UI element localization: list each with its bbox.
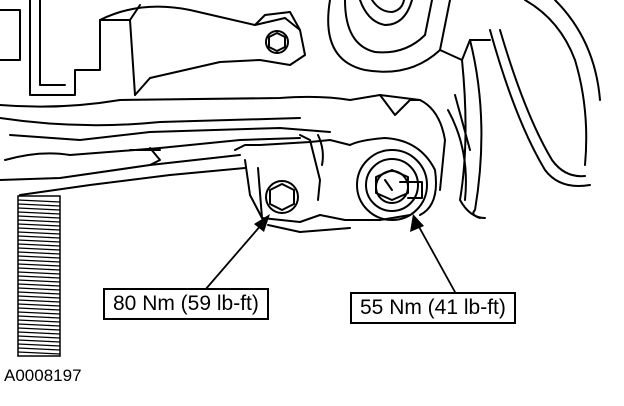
stud-thread-line bbox=[17, 335, 61, 339]
stud-thread-line bbox=[17, 219, 61, 223]
stud-thread-line bbox=[17, 239, 61, 243]
knuckle-housing bbox=[327, 0, 491, 73]
stud-thread-line bbox=[17, 311, 61, 315]
leader-arrows bbox=[204, 214, 456, 293]
mounting-bracket bbox=[234, 134, 437, 233]
stud-thread-line bbox=[17, 223, 61, 227]
stud-thread-line bbox=[17, 215, 61, 219]
stud-thread-line bbox=[17, 267, 61, 271]
right-bolt-washer bbox=[356, 149, 428, 221]
stud-thread-line bbox=[17, 247, 61, 251]
stud-thread-line bbox=[17, 323, 61, 327]
stud-thread-line bbox=[17, 307, 61, 311]
stud-thread-line bbox=[17, 275, 61, 279]
stud-thread-line bbox=[17, 347, 61, 351]
right-callout-leader bbox=[417, 224, 456, 293]
stud-thread-line bbox=[17, 291, 61, 295]
lower-control-arm bbox=[0, 94, 446, 196]
stud-thread-line bbox=[17, 315, 61, 319]
stud-thread-line bbox=[17, 331, 61, 335]
stud-thread-line bbox=[17, 259, 61, 263]
stud-thread-line bbox=[17, 303, 61, 307]
brake-rotor bbox=[447, 0, 601, 219]
stud-thread-line bbox=[17, 227, 61, 231]
stud-thread-line bbox=[17, 283, 61, 287]
stud-thread-line bbox=[17, 319, 61, 323]
stud-thread-line bbox=[17, 279, 61, 283]
stud-thread-line bbox=[17, 299, 61, 303]
stud-thread-line bbox=[17, 263, 61, 267]
stud-thread-line bbox=[17, 271, 61, 275]
stud-thread-line bbox=[17, 351, 61, 355]
stud-thread-line bbox=[17, 327, 61, 331]
stud-thread-line bbox=[17, 287, 61, 291]
right-bolt-torque-callout: 55 Nm (41 lb-ft) bbox=[350, 292, 516, 324]
stud-thread-line bbox=[17, 203, 61, 207]
stud-thread-line bbox=[17, 295, 61, 299]
stud-threads bbox=[17, 199, 61, 355]
stud-thread-line bbox=[17, 235, 61, 239]
stud-thread-line bbox=[17, 231, 61, 235]
left-arrowhead bbox=[254, 214, 270, 232]
stud-thread-line bbox=[17, 251, 61, 255]
stud-thread-line bbox=[17, 243, 61, 247]
left-hex-bolt bbox=[265, 180, 299, 214]
left-bolt-torque-callout: 80 Nm (59 lb-ft) bbox=[103, 288, 269, 320]
stud-thread-line bbox=[17, 199, 61, 203]
stud-thread-line bbox=[17, 211, 61, 215]
figure-id-label: A0008197 bbox=[4, 366, 82, 385]
upper-bracket bbox=[0, 0, 306, 96]
stud-thread-line bbox=[17, 339, 61, 343]
stud-thread-line bbox=[17, 343, 61, 347]
right-arrowhead bbox=[410, 214, 424, 232]
stud-thread-line bbox=[17, 255, 61, 259]
stud-thread-line bbox=[17, 207, 61, 211]
left-callout-leader bbox=[204, 223, 263, 291]
